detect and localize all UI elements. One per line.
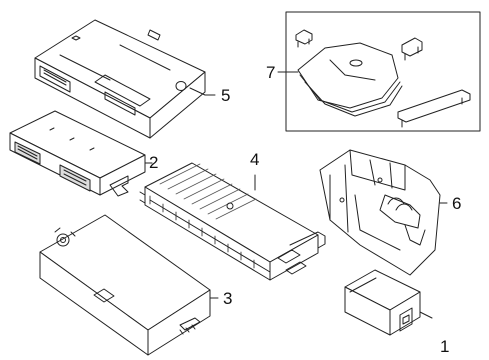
callout-3: 3 [223,289,233,308]
part-1-module [344,269,433,336]
callout-6: 6 [452,194,462,213]
callout-4: 4 [250,150,260,169]
callout-2: 2 [149,153,159,172]
part-3-module [39,214,219,356]
callout-5: 5 [221,86,231,105]
callout-1: 1 [440,337,450,356]
part-4-module [139,162,326,281]
part-2-module [9,110,153,197]
callout-7: 7 [266,63,276,82]
part-5-module [34,19,216,139]
part-7-kit-frame [277,11,481,132]
part-6-housing [319,149,448,276]
